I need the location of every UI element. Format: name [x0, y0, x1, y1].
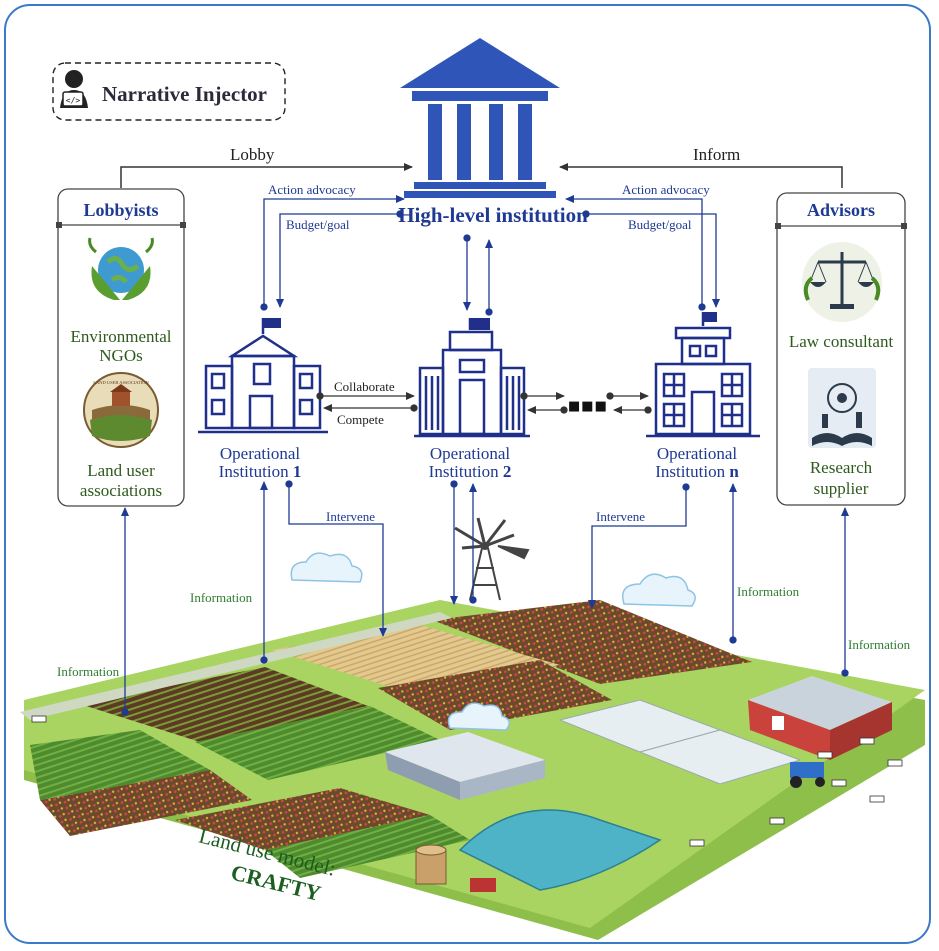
- land-user-line1: Land user: [87, 461, 155, 480]
- lobbyists-panel: Lobbyists Environmental NGOs LAND USER A…: [56, 188, 186, 507]
- collaborate-compete-arrows: [316, 392, 652, 414]
- silo: [415, 844, 496, 892]
- opn-line1: Operational: [657, 444, 738, 463]
- action-advocacy-right-label: Action advocacy: [622, 182, 710, 197]
- greenhouses: [458, 699, 802, 891]
- field-bottom: [175, 788, 430, 850]
- compete-label: Compete: [337, 412, 384, 427]
- information-arrows: [121, 480, 849, 716]
- budget-goal-right-label: Budget/goal: [628, 217, 692, 232]
- op1-line1: Operational: [220, 444, 301, 463]
- advocacy-budget-arrows: [260, 195, 720, 316]
- ngo-line1: Environmental: [70, 327, 171, 346]
- lobbyists-title: Lobbyists: [83, 200, 158, 220]
- red-barn: [748, 676, 892, 760]
- high-level-institution-icon: [400, 38, 560, 198]
- lobby-label: Lobby: [230, 145, 275, 164]
- advisors-panel: Advisors Law consultant Research supplie…: [775, 192, 907, 506]
- info-advisors-label: Information: [848, 637, 911, 652]
- environment-hands-icon: [88, 237, 154, 300]
- lobby-arrow: [120, 163, 413, 188]
- inform-arrow: [559, 163, 843, 188]
- tractor: [790, 762, 825, 788]
- field-brown: [80, 667, 368, 742]
- research-line2: supplier: [814, 479, 869, 498]
- advisors-title: Advisors: [807, 200, 875, 220]
- field-dark-rows: [378, 660, 612, 730]
- opn-number: n: [729, 462, 739, 481]
- operational-institution-2-icon: [414, 318, 530, 438]
- field-green-mid: [195, 706, 440, 780]
- opn-line2-text: Institution: [655, 462, 729, 481]
- narrative-injector-box: </> Narrative Injector: [52, 62, 286, 121]
- inform-label: Inform: [693, 145, 740, 164]
- windmill: [454, 517, 530, 601]
- law-consultant-label: Law consultant: [789, 332, 894, 351]
- scales-of-justice-icon: [802, 242, 882, 322]
- op1-number: 1: [293, 462, 302, 481]
- action-advocacy-left-label: Action advocacy: [268, 182, 356, 197]
- high-level-institution-label: High-level institution: [398, 203, 588, 227]
- info-op1-label: Information: [190, 590, 253, 605]
- op2-line1: Operational: [430, 444, 511, 463]
- cows: [31, 715, 903, 847]
- op1-line2: Institution 1: [219, 462, 302, 481]
- land-association-badge-icon: LAND USER ASSOCIATION: [83, 372, 159, 448]
- outer-frame: [4, 4, 931, 944]
- info-lobbyists-label: Information: [57, 664, 120, 679]
- intervene-right-label: Intervene: [596, 509, 645, 524]
- svg-text:</>: </>: [66, 96, 81, 105]
- field-top-row: [432, 600, 752, 684]
- op2-line2-text: Institution: [429, 462, 503, 481]
- budget-goal-left-label: Budget/goal: [286, 217, 350, 232]
- collaborate-label: Collaborate: [334, 379, 395, 394]
- field-red-left: [40, 770, 252, 836]
- landscape: [20, 517, 925, 940]
- narrative-injector-label: Narrative Injector: [102, 82, 267, 106]
- operational-institution-n-icon: [646, 312, 760, 438]
- field-green-left: [30, 730, 210, 800]
- research-book-icon: [808, 368, 876, 448]
- coder-icon: </>: [60, 70, 88, 108]
- op1-line2-text: Institution: [219, 462, 293, 481]
- intervene-arrows: [285, 480, 690, 637]
- clouds: [290, 552, 696, 731]
- ngo-line2: NGOs: [99, 346, 142, 365]
- field-bottom-green: [265, 815, 470, 878]
- land-user-line2: associations: [80, 481, 162, 500]
- operational-institution-1-icon: [198, 318, 328, 434]
- info-opn-label: Information: [737, 584, 800, 599]
- road: [20, 612, 452, 720]
- research-line1: Research: [810, 458, 873, 477]
- ellipsis-dots: ■■■: [568, 399, 608, 414]
- intervene-left-label: Intervene: [326, 509, 375, 524]
- op2-number: 2: [503, 462, 512, 481]
- op2-line2: Institution 2: [429, 462, 512, 481]
- opn-line2: Institution n: [655, 462, 739, 481]
- grey-shed: [385, 732, 545, 800]
- badge-text: LAND USER ASSOCIATION: [93, 380, 149, 385]
